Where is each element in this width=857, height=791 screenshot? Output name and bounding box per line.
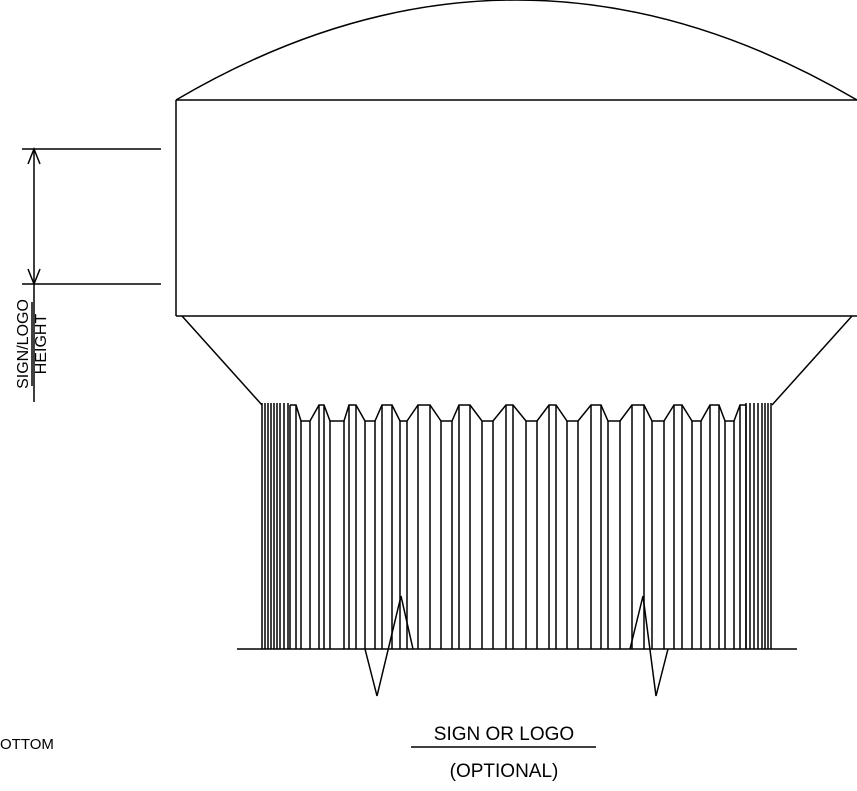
sign-band — [175, 99, 857, 317]
dimension-label-line1: SIGN/LOGO — [15, 299, 32, 389]
fluted-column — [261, 403, 772, 649]
sign-callout: SIGN OR LOGO (OPTIONAL) — [411, 724, 596, 782]
height-dimension — [22, 146, 161, 402]
callout-line1: SIGN OR LOGO — [434, 724, 574, 745]
edge-text-fragment: OTTOM — [0, 736, 54, 753]
callout-line2: (OPTIONAL) — [450, 761, 559, 782]
dimension-label: SIGN/LOGO HEIGHT — [15, 299, 50, 389]
cone-transition — [181, 315, 853, 406]
foundation-notches — [364, 595, 669, 697]
column-flute-profile — [290, 404, 746, 422]
dimension-label-line2: HEIGHT — [33, 314, 50, 375]
roof-dome — [175, 0, 857, 101]
